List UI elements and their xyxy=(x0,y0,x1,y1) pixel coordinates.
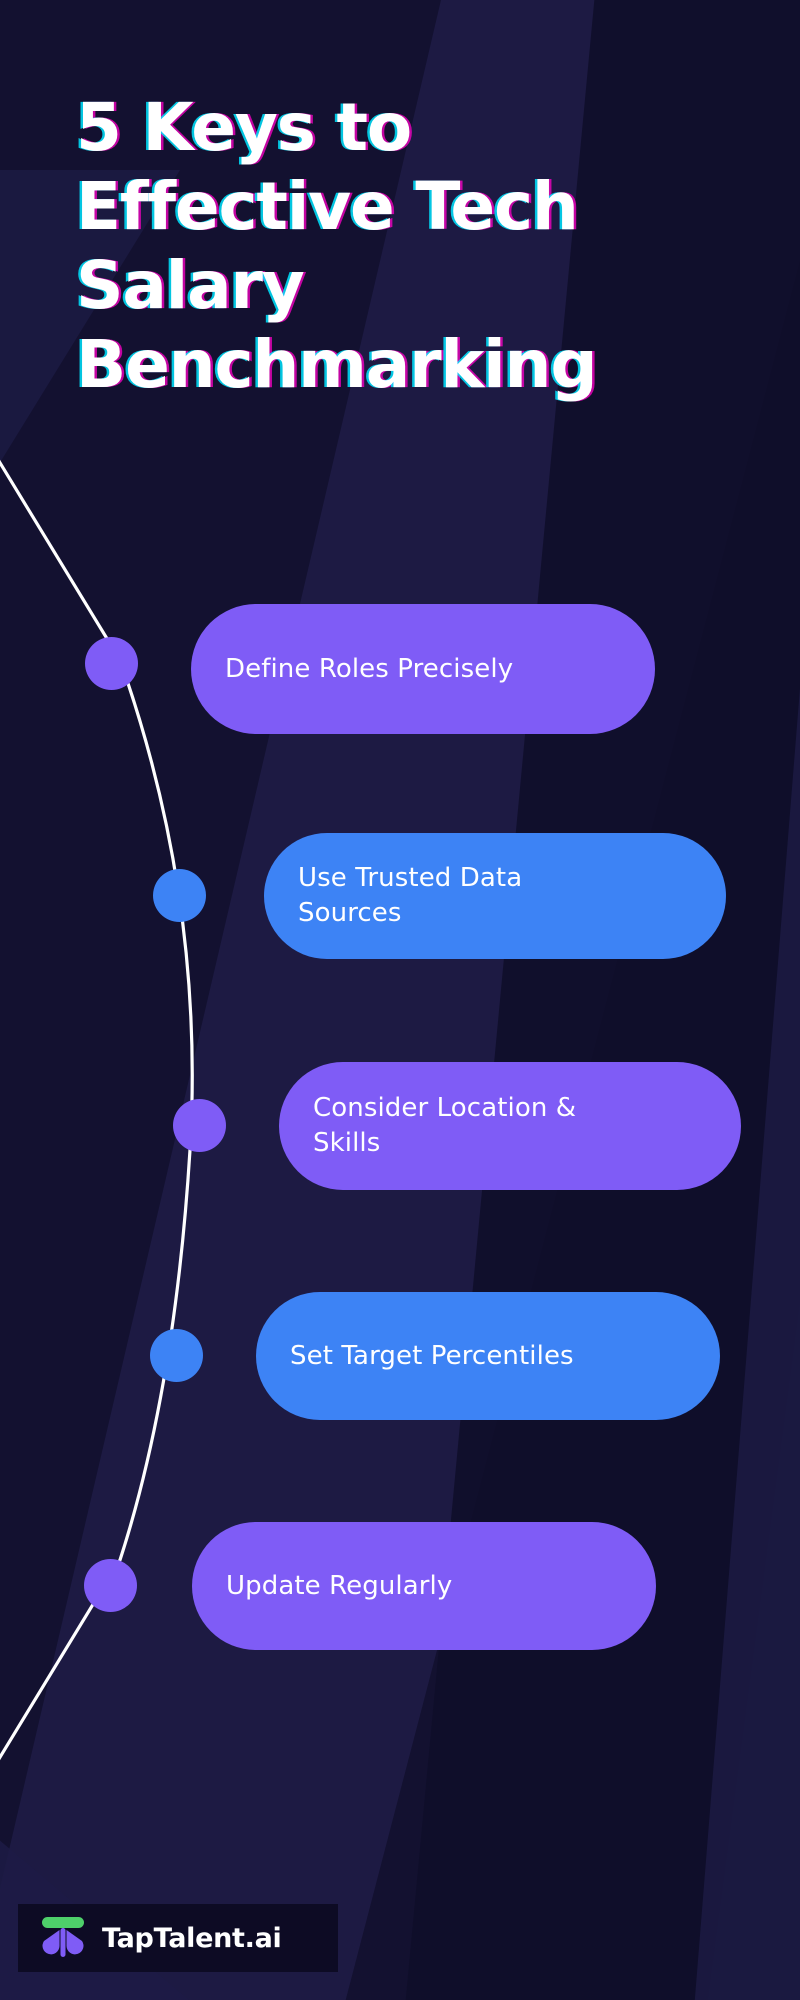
page-title: 5 Keys to Effective Tech Salary Benchmar… xyxy=(76,88,696,404)
step-pill-3[interactable]: Consider Location & Skills xyxy=(279,1062,741,1190)
step-dot-5 xyxy=(84,1559,137,1612)
step-pill-2[interactable]: Use Trusted Data Sources xyxy=(264,833,726,959)
footer-brand-bar: TapTalent.ai xyxy=(18,1904,338,1972)
step-label-3-line-2: Skills xyxy=(313,1128,381,1158)
step-label-1-line-1: Define Roles Precisely xyxy=(225,653,514,684)
title-line-1: 5 Keys to xyxy=(76,89,412,166)
brand-name: TapTalent.ai xyxy=(102,1922,282,1954)
taptalent-logo-icon xyxy=(38,1915,88,1961)
title-line-2: Effective Tech xyxy=(76,168,579,245)
step-label-2-line-2: Sources xyxy=(298,898,402,928)
step-pill-4[interactable]: Set Target Percentiles xyxy=(256,1292,720,1420)
step-dot-1 xyxy=(85,637,138,690)
step-dot-4 xyxy=(150,1329,203,1382)
step-dot-2 xyxy=(153,869,206,922)
step-label-5-line-1: Update Regularly xyxy=(226,1570,453,1601)
title-text: 5 Keys to Effective Tech Salary Benchmar… xyxy=(76,88,696,404)
step-label-3-line-1: Consider Location & xyxy=(313,1093,577,1124)
step-pill-5[interactable]: Update Regularly xyxy=(192,1522,656,1650)
title-line-4: Benchmarking xyxy=(76,326,598,403)
step-label-2-line-1: Use Trusted Data xyxy=(298,863,523,894)
title-line-3: Salary xyxy=(76,247,305,324)
step-dot-3 xyxy=(173,1099,226,1152)
step-label-4-line-1: Set Target Percentiles xyxy=(290,1340,574,1371)
step-pill-1[interactable]: Define Roles Precisely xyxy=(191,604,655,734)
